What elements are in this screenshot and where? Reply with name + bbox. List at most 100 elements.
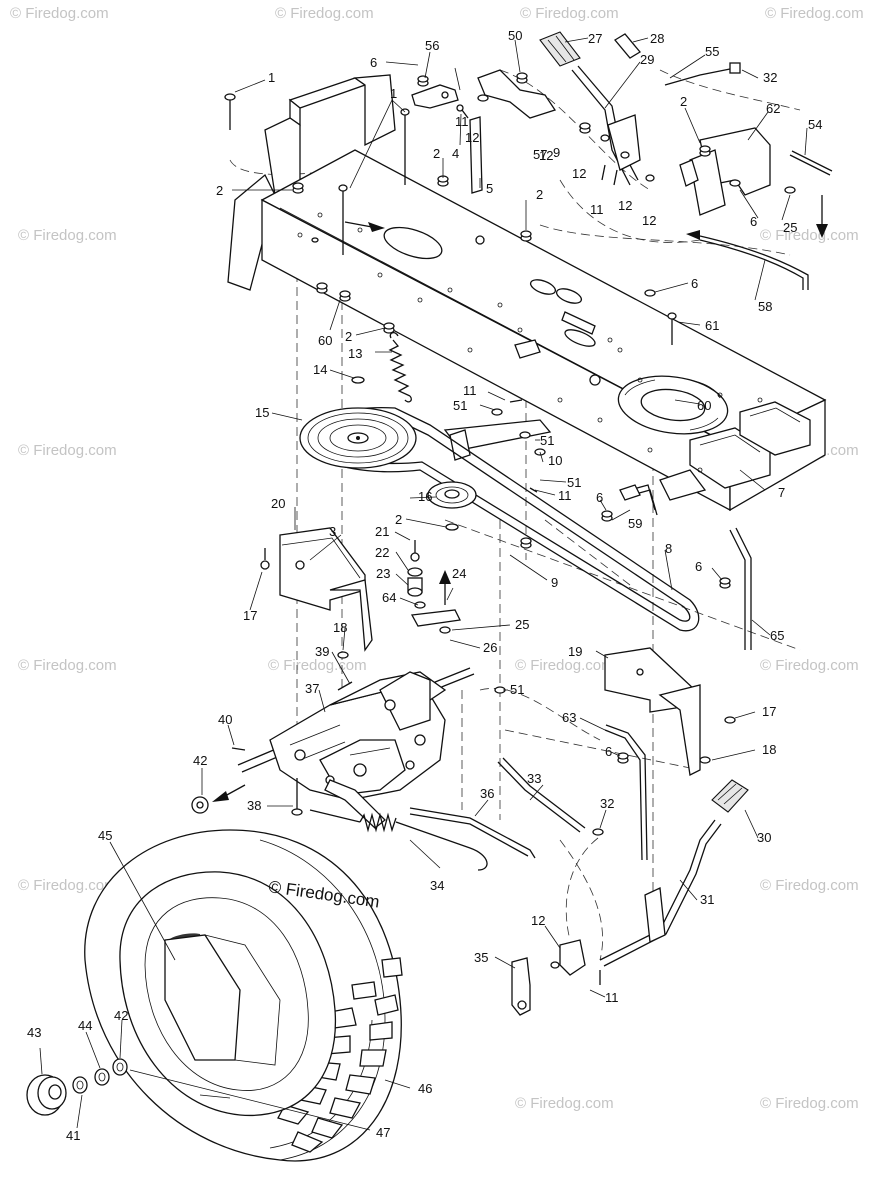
wheel-46	[84, 829, 403, 1162]
watermark: © Firedog.com	[515, 1095, 614, 1112]
callout-label: 6	[695, 559, 702, 574]
watermark: © Firedog.com	[10, 5, 109, 22]
callout-label: 37	[305, 681, 319, 696]
nut	[477, 94, 489, 102]
callout-label: 12	[618, 198, 632, 213]
watermark: © Firedog.com	[760, 657, 859, 674]
watermark: © Firedog.com	[760, 1095, 859, 1112]
callout-label: 11	[605, 990, 619, 1005]
callout-label: 51	[540, 433, 554, 448]
nut	[520, 537, 532, 549]
callout-label: 1	[268, 70, 275, 85]
callout-label: 62	[766, 101, 780, 116]
callout-label: 58	[758, 299, 772, 314]
callout-label: 9	[553, 145, 560, 160]
callout-label: 41	[66, 1128, 80, 1143]
callout-label: 2	[395, 512, 402, 527]
callout-label: 12	[465, 130, 479, 145]
callout-label: 46	[418, 1081, 432, 1096]
callout-label: 36	[480, 786, 494, 801]
watermark: © Firedog.com	[18, 442, 117, 459]
callout-label: 6	[750, 214, 757, 229]
callout-label: 2	[433, 146, 440, 161]
callout-label: 2	[680, 94, 687, 109]
callout-label: 4	[452, 146, 459, 161]
callout-label: 26	[483, 640, 497, 655]
nut	[601, 510, 613, 522]
leader-lines	[39, 37, 808, 1131]
callout-label: 65	[770, 628, 784, 643]
callout-label: 42	[114, 1008, 128, 1023]
callout-label: 33	[527, 771, 541, 786]
upper-linkage	[344, 31, 833, 290]
nut	[699, 756, 711, 764]
callout-label: 43	[27, 1025, 41, 1040]
callout-label: 12	[572, 166, 586, 181]
callout-label: 11	[590, 202, 604, 217]
callout-label: 8	[665, 541, 672, 556]
nut	[699, 145, 711, 157]
callout-label: 2	[536, 187, 543, 202]
nut	[644, 289, 656, 297]
nut	[439, 626, 451, 634]
callout-label: 6	[370, 55, 377, 70]
callout-label: 6	[605, 744, 612, 759]
callout-label: 44	[78, 1018, 92, 1033]
watermark: © Firedog.com	[760, 227, 859, 244]
callout-label: 30	[757, 830, 771, 845]
watermark: © Firedog.com	[18, 227, 117, 244]
callout-label: 2	[345, 329, 352, 344]
nut	[784, 186, 796, 194]
callout-label: 54	[808, 117, 822, 132]
nut	[445, 523, 459, 531]
nut	[620, 151, 630, 159]
callout-label: 14	[313, 362, 327, 377]
callout-label: 12	[531, 913, 545, 928]
callout-label: 24	[452, 566, 466, 581]
callout-label: 2	[216, 183, 223, 198]
nut	[600, 134, 610, 142]
callout-label: 35	[474, 950, 488, 965]
callout-label: 15	[255, 405, 269, 420]
callout-label: 63	[562, 710, 576, 725]
callout-label: 3	[329, 524, 336, 539]
nut	[516, 72, 528, 84]
main-frame	[227, 74, 827, 512]
callout-label: 42	[193, 753, 207, 768]
lower-linkage	[309, 724, 749, 1016]
callout-label: 32	[763, 70, 777, 85]
callout-label: 7	[778, 485, 785, 500]
callout-label: 51	[567, 475, 581, 490]
callout-label: 50	[508, 28, 522, 43]
callout-label: 57	[533, 147, 547, 162]
nut	[351, 376, 365, 384]
callout-label: 22	[375, 545, 389, 560]
nut	[645, 174, 655, 182]
callout-label: 31	[700, 892, 714, 907]
callout-label: 47	[376, 1125, 390, 1140]
transaxle-37	[191, 667, 475, 829]
watermark: © Firedog.com	[275, 5, 374, 22]
nut	[311, 237, 319, 243]
callout-label: 60	[697, 398, 711, 413]
frame-holes	[297, 212, 763, 473]
callout-label: 6	[691, 276, 698, 291]
nut	[417, 75, 429, 87]
callout-label: 21	[375, 524, 389, 539]
nut	[383, 322, 395, 334]
callout-label: 40	[218, 712, 232, 727]
hardware	[224, 72, 796, 985]
nut	[520, 230, 532, 242]
callout-label: 13	[348, 346, 362, 361]
callout-label: 17	[762, 704, 776, 719]
callout-label: 27	[588, 31, 602, 46]
nut	[337, 651, 349, 659]
callout-label: 17	[243, 608, 257, 623]
callout-label: 55	[705, 44, 719, 59]
callout-label: 39	[315, 644, 329, 659]
watermark: © Firedog.com	[515, 657, 614, 674]
watermark: © Firedog.com	[760, 877, 859, 894]
callout-label: 11	[558, 488, 572, 503]
